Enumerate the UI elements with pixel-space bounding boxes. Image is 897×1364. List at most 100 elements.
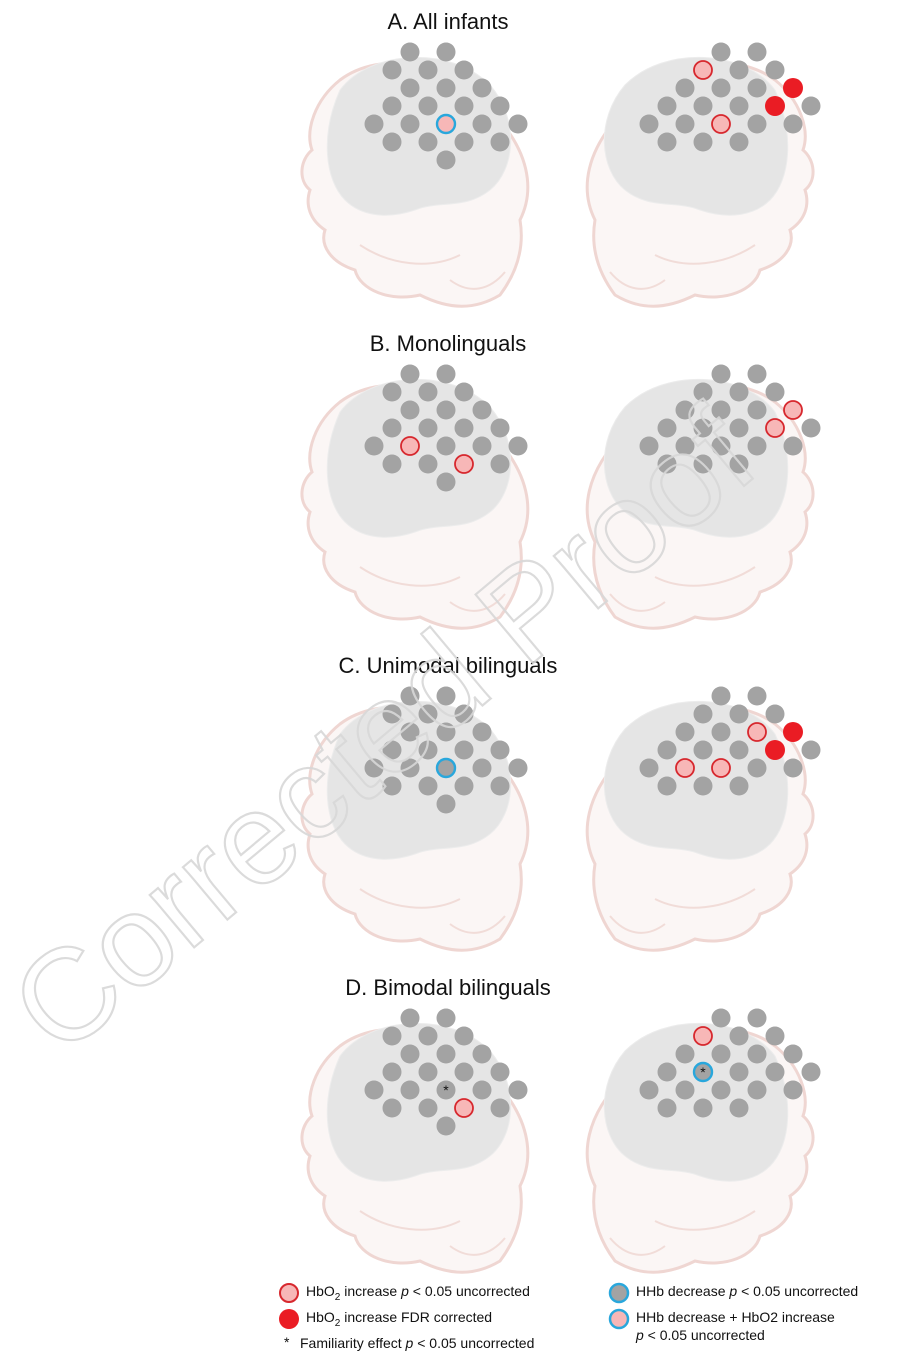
- legend-item-hhb-plus-hbo2: HHb decrease + HbO2 increase p < 0.05 un…: [608, 1308, 835, 1344]
- right-channel-4: [729, 382, 749, 402]
- panel-4: D. Bimodal bilinguals**: [300, 975, 821, 1274]
- right-channel-6: [675, 722, 695, 742]
- right-channel-11: [693, 418, 713, 438]
- left-channel-17: [508, 758, 528, 778]
- panel-1: A. All infants: [300, 9, 821, 308]
- right-channel-3: [693, 382, 713, 402]
- circle-blue-ring-icon: [608, 1282, 630, 1304]
- legend-hhb-rest: < 0.05 uncorrected: [737, 1283, 859, 1299]
- left-channel-19: [418, 1098, 438, 1118]
- right-head: [585, 699, 815, 952]
- right-channel-18: [747, 114, 767, 134]
- right-channel-14: [801, 418, 821, 438]
- left-channel-18: [382, 776, 402, 796]
- right-channel-2: [747, 686, 767, 706]
- right-channel-19: [783, 436, 803, 456]
- left-channel-6: [400, 400, 420, 420]
- left-channel-21: [490, 132, 510, 152]
- left-channel-18: [382, 132, 402, 152]
- left-channel-15: [436, 1080, 456, 1100]
- left-channel-22: [436, 150, 456, 170]
- legend-hbo2-rest: < 0.05 uncorrected: [408, 1283, 530, 1299]
- legend-fdr-label: HbO: [306, 1309, 335, 1325]
- right-channel-18: [747, 436, 767, 456]
- left-channel-1: [400, 686, 420, 706]
- right-channel-2: [747, 364, 767, 384]
- right-channel-20: [657, 1098, 677, 1118]
- right-channel-1: [711, 686, 731, 706]
- right-channel-16: [675, 436, 695, 456]
- left-channel-3: [382, 60, 402, 80]
- left-channel-13: [364, 1080, 384, 1100]
- legend-hhb-p: p: [729, 1283, 738, 1299]
- left-channel-13: [364, 758, 384, 778]
- left-channel-21: [490, 454, 510, 474]
- panel-title: C. Unimodal bilinguals: [339, 653, 558, 678]
- right-channel-11: [693, 96, 713, 116]
- legend-item-hbo2-fdr: HbO2 increase FDR corrected: [278, 1308, 492, 1333]
- left-channel-14: [400, 758, 420, 778]
- right-channel-1: [711, 364, 731, 384]
- right-channel-9: [783, 722, 803, 742]
- left-channel-7: [436, 400, 456, 420]
- right-channel-6: [675, 400, 695, 420]
- right-channel-16: [675, 114, 695, 134]
- right-channel-13: [765, 96, 785, 116]
- right-channel-4: [729, 60, 749, 80]
- right-channel-6: [675, 1044, 695, 1064]
- left-channel-16: [472, 436, 492, 456]
- left-channel-20: [454, 132, 474, 152]
- right-channel-11: [693, 740, 713, 760]
- left-channel-21: [490, 1098, 510, 1118]
- right-channel-21: [693, 1098, 713, 1118]
- right-channel-5: [765, 382, 785, 402]
- left-channel-17: [508, 114, 528, 134]
- left-channel-3: [382, 704, 402, 724]
- legend-combined-label: HHb decrease + HbO2 increase: [636, 1309, 835, 1325]
- left-channel-14: [400, 1080, 420, 1100]
- right-channel-19: [783, 1080, 803, 1100]
- right-channel-1: [711, 1008, 731, 1028]
- right-channel-10: [657, 96, 677, 116]
- right-channel-1: [711, 42, 731, 62]
- left-channel-12: [490, 96, 510, 116]
- left-familiarity-asterisk: *: [443, 1082, 449, 1098]
- right-channel-15: [639, 436, 659, 456]
- left-channel-16: [472, 758, 492, 778]
- right-channel-21: [693, 454, 713, 474]
- left-channel-19: [418, 132, 438, 152]
- left-channel-6: [400, 1044, 420, 1064]
- legend-hbo2-label: HbO: [306, 1283, 335, 1299]
- legend-hbo2-p: p: [401, 1283, 409, 1299]
- left-channel-7: [436, 78, 456, 98]
- right-channel-19: [783, 758, 803, 778]
- right-channel-21: [693, 132, 713, 152]
- right-channel-2: [747, 1008, 767, 1028]
- right-channel-19: [783, 114, 803, 134]
- right-channel-8: [747, 722, 767, 742]
- legend-familiarity-label: Familiarity effect: [300, 1335, 406, 1351]
- right-channel-7: [711, 722, 731, 742]
- right-channel-5: [765, 704, 785, 724]
- asterisk-icon: *: [284, 1334, 290, 1350]
- right-channel-3: [693, 60, 713, 80]
- left-channel-10: [418, 740, 438, 760]
- right-channel-22: [729, 1098, 749, 1118]
- right-channel-22: [729, 776, 749, 796]
- left-channel-18: [382, 1098, 402, 1118]
- right-channel-4: [729, 704, 749, 724]
- left-channel-2: [436, 686, 456, 706]
- right-channel-17: [711, 758, 731, 778]
- left-channel-20: [454, 776, 474, 796]
- right-channel-13: [765, 740, 785, 760]
- right-channel-21: [693, 776, 713, 796]
- right-channel-7: [711, 78, 731, 98]
- left-channel-18: [382, 454, 402, 474]
- right-channel-18: [747, 758, 767, 778]
- left-channel-8: [472, 1044, 492, 1064]
- right-channel-2: [747, 42, 767, 62]
- right-channel-10: [657, 740, 677, 760]
- legend: HbO2 increase p < 0.05 uncorrected HbO2 …: [270, 1278, 890, 1358]
- left-channel-1: [400, 364, 420, 384]
- right-channel-16: [675, 758, 695, 778]
